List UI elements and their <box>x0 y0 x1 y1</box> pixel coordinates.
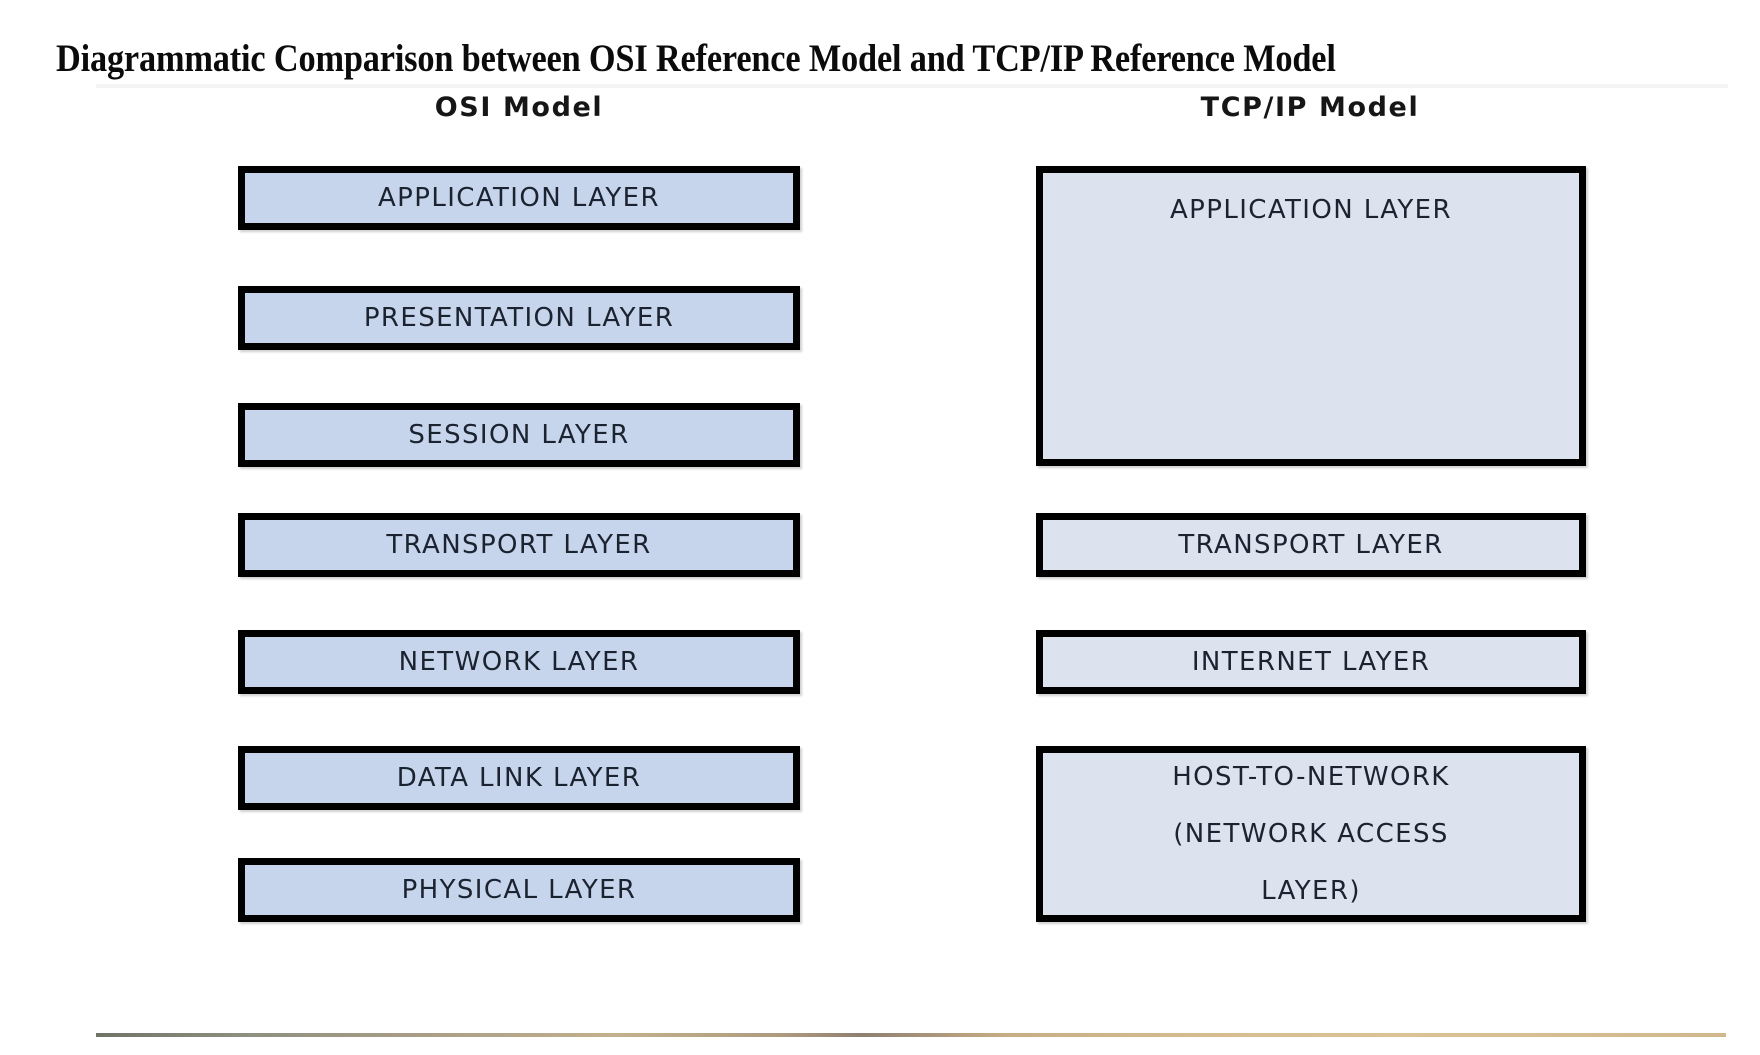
osi-layer-box-transport[interactable]: TRANSPORT LAYER <box>238 513 800 577</box>
osi-layer-box-session[interactable]: SESSION LAYER <box>238 403 800 467</box>
osi-layer-label-network: NETWORK LAYER <box>398 647 640 677</box>
osi-layer-box-application[interactable]: APPLICATION LAYER <box>238 166 800 230</box>
osi-layer-box-data-link[interactable]: DATA LINK LAYER <box>238 746 800 810</box>
tcpip-layer-box-application[interactable]: APPLICATION LAYER <box>1036 166 1586 466</box>
osi-layer-label-data-link: DATA LINK LAYER <box>396 763 642 793</box>
osi-layer-box-physical[interactable]: PHYSICAL LAYER <box>238 858 800 922</box>
osi-layer-label-session: SESSION LAYER <box>408 420 630 450</box>
osi-layer-box-presentation[interactable]: PRESENTATION LAYER <box>238 286 800 350</box>
tcpip-layer-box-transport[interactable]: TRANSPORT LAYER <box>1036 513 1586 577</box>
osi-layer-label-application: APPLICATION LAYER <box>378 183 660 213</box>
osi-layer-label-presentation: PRESENTATION LAYER <box>363 303 675 333</box>
tcpip-layer-box-internet[interactable]: INTERNET LAYER <box>1036 630 1586 694</box>
tcpip-layer-label-network-access: (NETWORK ACCESS <box>1173 818 1449 849</box>
bottom-divider-rule <box>96 1033 1726 1037</box>
page-title: Diagrammatic Comparison between OSI Refe… <box>56 37 1336 80</box>
tcpip-layer-label-internet: INTERNET LAYER <box>1191 647 1431 677</box>
tcpip-layer-label-layer-close: LAYER) <box>1261 875 1361 906</box>
title-underline-band <box>96 84 1728 88</box>
tcpip-model-column-heading: TCP/IP Model <box>1200 92 1420 123</box>
osi-layer-label-physical: PHYSICAL LAYER <box>401 875 637 905</box>
tcpip-layer-box-host-to-network[interactable]: HOST-TO-NETWORK (NETWORK ACCESS LAYER) <box>1036 746 1586 922</box>
osi-model-column-heading: OSI Model <box>434 92 604 123</box>
osi-layer-label-transport: TRANSPORT LAYER <box>386 530 652 560</box>
tcpip-layer-label-transport: TRANSPORT LAYER <box>1178 530 1444 560</box>
osi-layer-box-network[interactable]: NETWORK LAYER <box>238 630 800 694</box>
tcpip-layer-label-application: APPLICATION LAYER <box>1170 195 1452 225</box>
tcpip-layer-label-host-to-network: HOST-TO-NETWORK <box>1172 761 1450 792</box>
